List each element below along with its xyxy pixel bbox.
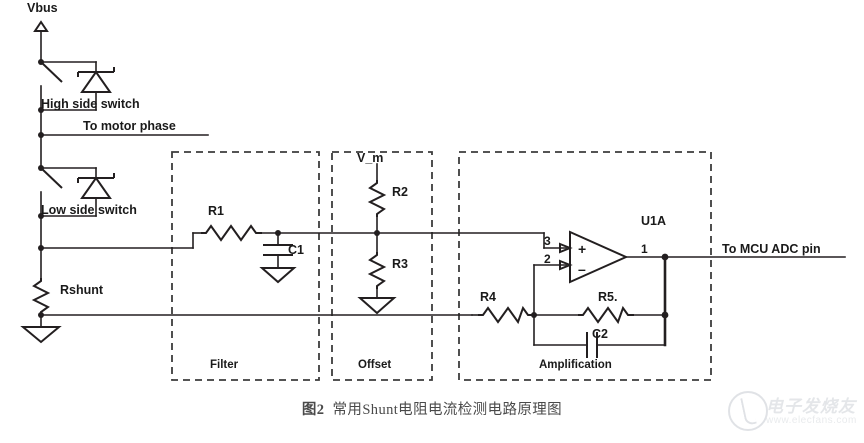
opamp-label: U1A [641, 214, 666, 228]
high-side-switch-symbol [38, 59, 115, 113]
resistor-r4-symbol [471, 305, 535, 325]
motor-phase-label: To motor phase [83, 119, 176, 133]
opamp-pin2-label: 2 [544, 252, 551, 266]
block-outline-filter [171, 151, 320, 381]
vbus-label: Vbus [27, 1, 58, 15]
inverting-input-branch [531, 264, 567, 318]
figure-caption-text: 常用Shunt电阻电流检测电路原理图 [332, 402, 563, 418]
ground-symbol-r3 [357, 297, 397, 315]
block-label-filter: Filter [210, 359, 239, 371]
r1-label: R1 [208, 204, 224, 218]
adc-output-label: To MCU ADC pin [722, 242, 821, 256]
capacitor-c2-symbol [533, 314, 666, 358]
sense-high-wire [40, 232, 202, 249]
vbus-supply-symbol [33, 20, 49, 61]
vm-label: V_m [357, 151, 383, 165]
block-outline-offset [331, 151, 433, 381]
figure-caption: 图2 常用Shunt电阻电流检测电路原理图 [0, 398, 864, 419]
c1-label: C1 [288, 243, 304, 257]
opamp-pin1-label: 1 [641, 242, 648, 256]
resistor-r1-symbol [201, 224, 279, 242]
sense-signal-rail [277, 232, 567, 249]
opamp-plus-sign: + [578, 241, 586, 257]
resistor-r2-symbol [367, 180, 387, 234]
resistor-r5-symbol [533, 305, 666, 325]
block-outline-amplification [458, 151, 712, 381]
low-side-switch-symbol [38, 165, 115, 219]
motor-phase-node [38, 109, 209, 169]
opamp-output-node [661, 253, 669, 347]
block-label-amplification: Amplification [539, 359, 612, 371]
figure-caption-prefix: 图2 [301, 402, 325, 418]
opamp-pin3-label: 3 [544, 234, 551, 248]
r5-label: R5. [598, 290, 617, 304]
ground-symbol-c1 [259, 267, 297, 284]
ground-symbol-shunt [20, 326, 62, 344]
opamp-u1a-symbol [559, 230, 666, 284]
shunt-resistor-symbol [31, 215, 51, 328]
high-side-switch-label: High side switch [41, 97, 140, 111]
r2-label: R2 [392, 185, 408, 199]
r4-label: R4 [480, 290, 496, 304]
low-side-switch-label: Low side switch [41, 203, 137, 217]
opamp-minus-sign: – [578, 261, 586, 277]
r3-label: R3 [392, 257, 408, 271]
c2-label: C2 [592, 327, 608, 341]
block-label-offset: Offset [358, 359, 391, 371]
resistor-r3-symbol [367, 230, 387, 299]
shunt-label: Rshunt [60, 283, 104, 297]
